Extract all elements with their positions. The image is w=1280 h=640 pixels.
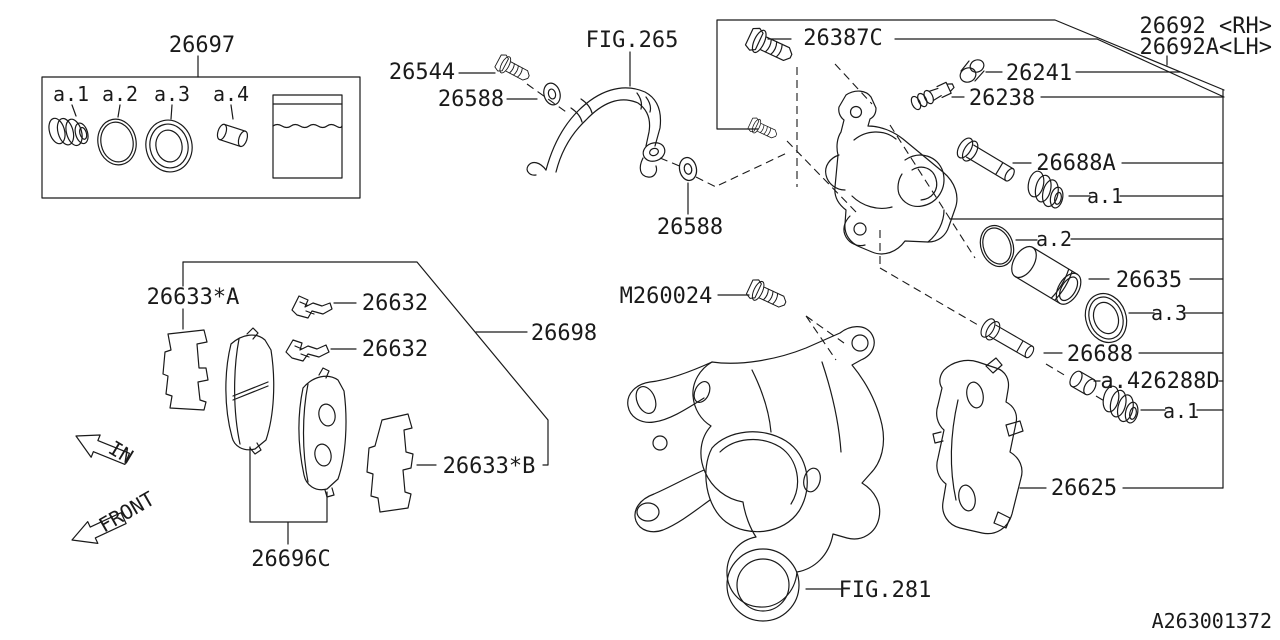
label-26692-lh: 26692A<LH>: [1140, 35, 1272, 60]
kit-item-leaders: [71, 104, 234, 120]
group-bracket-lines: [716, 19, 1225, 130]
caliper-axis-dashes: [786, 63, 1107, 403]
knuckle-arm-upper-left: [627, 361, 713, 423]
lock-bolt-upper-drawing: [743, 25, 797, 68]
knuckle-bolt-dashes: [805, 315, 845, 361]
label-26692-rh: 26692 <RH>: [1140, 14, 1272, 39]
piston-seal-drawing: [979, 224, 1015, 268]
label-26238: 26238: [969, 86, 1035, 111]
kit-pin-drawing: [216, 123, 249, 148]
label-26632-upper: 26632: [362, 291, 428, 316]
caliper-body-drawing: [825, 90, 958, 255]
pad-clip-lower-drawing: [285, 339, 330, 362]
label-a3: a.3: [1151, 301, 1187, 325]
label-kit-a1: a.1: [53, 82, 89, 106]
grease-packet-drawing: [272, 94, 343, 179]
label-26633a: 26633*A: [147, 285, 240, 310]
guide-pin-upper-drawing: [953, 134, 1019, 187]
label-26697: 26697: [169, 33, 235, 58]
pad-inner-drawing: [298, 367, 347, 498]
label-26241: 26241: [1006, 61, 1072, 86]
kit-boot-ring-drawing: [145, 119, 193, 173]
label-kit-a4: a.4: [213, 82, 249, 106]
label-m260024: M260024: [620, 284, 713, 309]
label-26698: 26698: [531, 321, 597, 346]
group-bracket-diag2: [1096, 38, 1225, 98]
kit-seal-ring-drawing: [97, 118, 137, 166]
caliper-group-26692: [716, 19, 1225, 535]
banjo-fitting: [639, 142, 666, 178]
label-26696c: 26696C: [251, 547, 330, 572]
hose-ribs: [570, 92, 652, 123]
label-in: IN: [104, 436, 137, 469]
support-bracket-26625-drawing: [932, 357, 1024, 535]
label-sleeve-26288d: a.426288D: [1100, 369, 1219, 394]
hose-inner: [555, 99, 651, 173]
knuckle-body-drawing: [627, 326, 885, 622]
knuckle-bolt-drawing: [744, 277, 790, 314]
pin-sleeve-drawing: [1069, 370, 1097, 396]
banjo-bolt-drawing: [493, 52, 534, 86]
label-kit-a2: a.2: [102, 82, 138, 106]
shim-b-drawing: [366, 413, 414, 513]
pad-outer-drawing: [225, 327, 275, 455]
brake-hose-fig265: [458, 51, 700, 215]
kit-boot-drawing: [45, 109, 91, 153]
label-26632-lower: 26632: [362, 337, 428, 362]
label-26688a: 26688A: [1036, 151, 1115, 176]
piston-drawing: [1011, 245, 1082, 305]
air-bleeder-screw-drawing: [910, 81, 955, 111]
gasket-lower-drawing: [676, 155, 700, 183]
label-fig281: FIG.281: [839, 578, 932, 603]
air-bleeder-cap-drawing: [959, 59, 985, 83]
label-26633b: 26633*B: [443, 454, 536, 479]
piston-boot-drawing: [1084, 292, 1128, 344]
label-26688: 26688: [1067, 342, 1133, 367]
leader-a2: [1015, 238, 1224, 241]
doc-id: A263001372: [1152, 609, 1272, 633]
hose-outer: [545, 87, 662, 171]
pad-group-bracket: [182, 261, 549, 466]
label-kit-a3: a.3: [154, 82, 190, 106]
label-a2: a.2: [1036, 227, 1072, 251]
label-26588-lower: 26588: [657, 215, 723, 240]
label-26544: 26544: [389, 60, 455, 85]
label-a1-lower: a.1: [1163, 399, 1199, 423]
guide-pin-lower-drawing: [977, 315, 1038, 363]
rear-knuckle-fig281: [627, 277, 885, 622]
pad-clip-upper-drawing: [291, 295, 333, 319]
label-26387c: 26387C: [803, 26, 882, 51]
repair-kit-box-26697: [41, 55, 361, 199]
knuckle-arm-lower-left: [634, 469, 711, 533]
label-26588-upper: 26588: [438, 87, 504, 112]
label-fig265: FIG.265: [586, 28, 679, 53]
gasket-upper-drawing: [540, 80, 564, 108]
label-a1-upper: a.1: [1087, 184, 1123, 208]
hose-hook: [526, 161, 547, 176]
pad-kit-26698: [162, 261, 549, 545]
kit-box-outline: [41, 76, 361, 199]
label-26625: 26625: [1051, 476, 1117, 501]
lock-bolt-lower-drawing: [746, 116, 780, 143]
label-26635: 26635: [1116, 268, 1182, 293]
label-front: FRONT: [95, 486, 159, 537]
shim-a-drawing: [162, 329, 209, 411]
bracket-26696c: [249, 446, 328, 545]
